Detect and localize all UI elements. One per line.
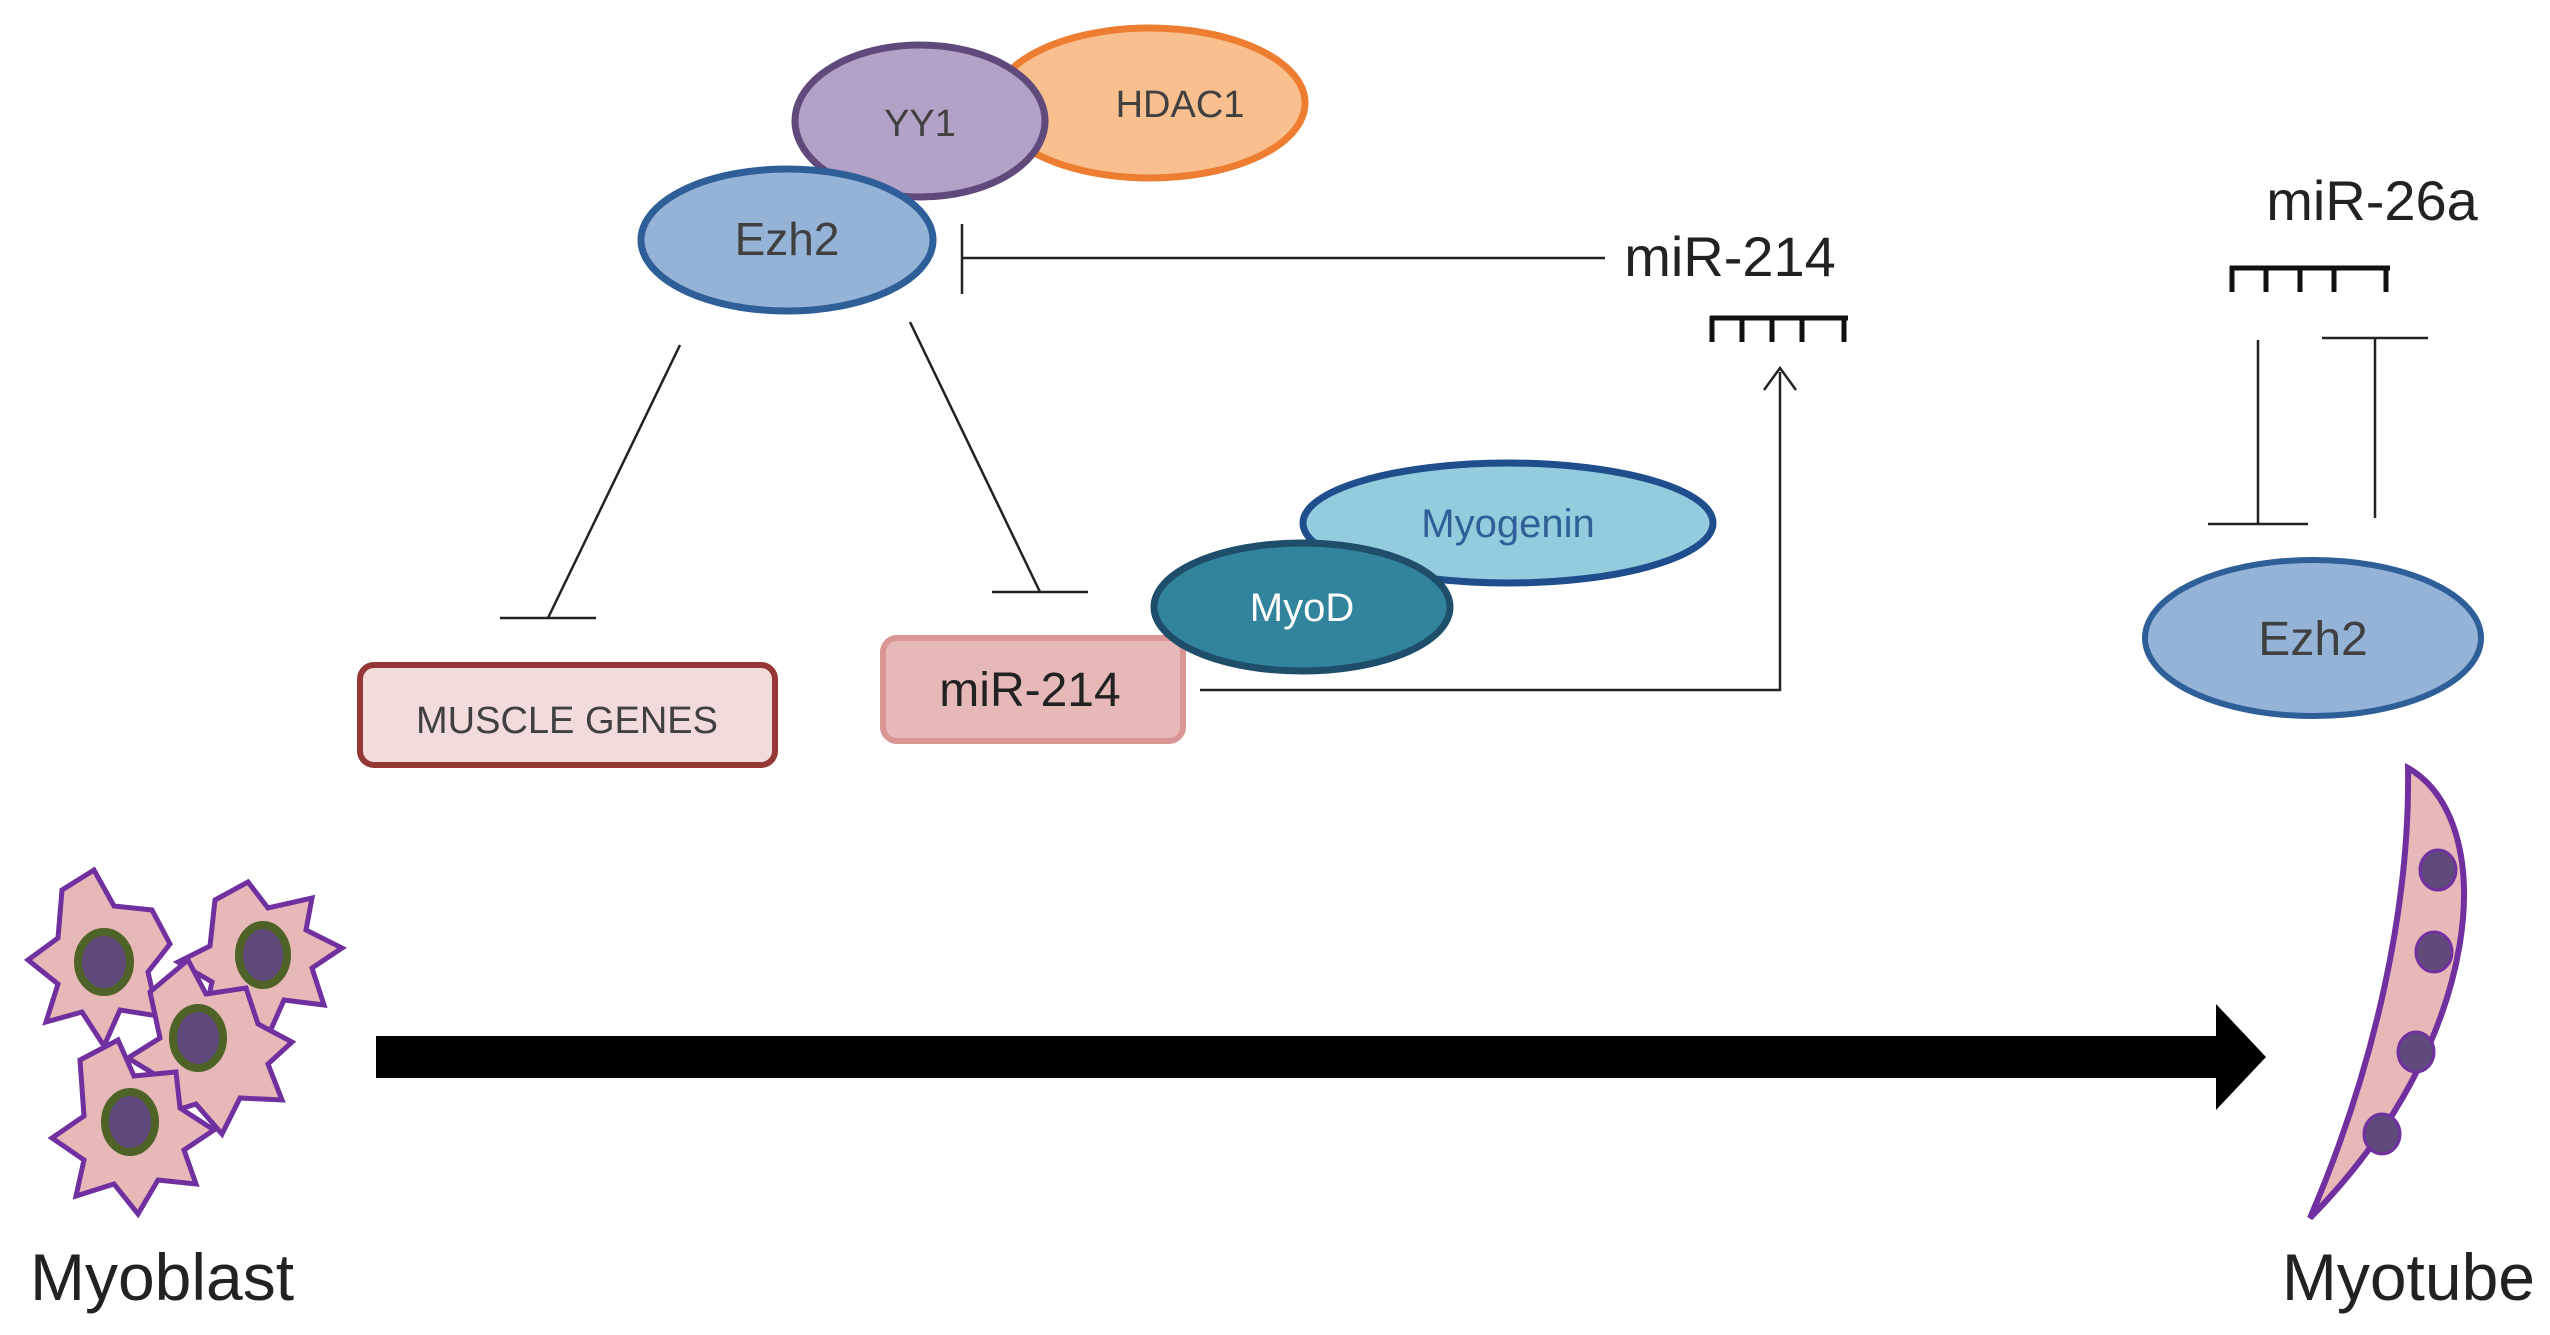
yy1-label: YY1: [884, 103, 956, 145]
mir214-activation-edge: [1200, 365, 1798, 692]
muscle-genes-node: MUSCLE GENES: [357, 662, 778, 768]
mir214-inhibits-ezh2-edge: [960, 224, 1605, 294]
hdac1-label: HDAC1: [1116, 84, 1245, 126]
ezh2-left-label: Ezh2: [735, 213, 840, 265]
myotube-icon: [2307, 762, 2467, 1221]
mir26a-hairpin-icon: [2229, 265, 2390, 292]
muscle-genes-label: MUSCLE GENES: [416, 700, 718, 742]
myotube-label: Myotube: [2282, 1240, 2535, 1314]
mir26a-inhibits-ezh2-edge: [2208, 340, 2308, 526]
hdac1-node: HDAC1: [991, 24, 1309, 182]
mir214-box-label: miR-214: [939, 664, 1120, 717]
myoblast-label: Myoblast: [30, 1240, 294, 1314]
ezh2-inhibits-mir26a-edge: [2322, 336, 2428, 518]
myogenin-node: Myogenin: [1299, 459, 1717, 587]
myod-node: MyoD: [1150, 539, 1454, 675]
yy1-node: YY1: [791, 41, 1049, 201]
mir214-box-node: miR-214: [880, 635, 1186, 744]
myod-label: MyoD: [1250, 586, 1354, 630]
ezh2-left-node: Ezh2: [637, 165, 937, 315]
ezh2-right-label: Ezh2: [2258, 613, 2367, 666]
myogenin-label: Myogenin: [1421, 502, 1594, 546]
differentiation-arrow-icon: [376, 1004, 2266, 1110]
mir214-hairpin-icon: [1709, 315, 1848, 342]
myoblast-cells-icon: [23, 866, 347, 1219]
mir26a-label: miR-26a: [2266, 169, 2478, 232]
ezh2-inhibits-mir214-edge: [908, 321, 1088, 594]
ezh2-inhibits-muscle-genes-edge: [500, 344, 682, 620]
mir214-top-label: miR-214: [1624, 225, 1836, 288]
ezh2-right-node: Ezh2: [2142, 557, 2484, 719]
